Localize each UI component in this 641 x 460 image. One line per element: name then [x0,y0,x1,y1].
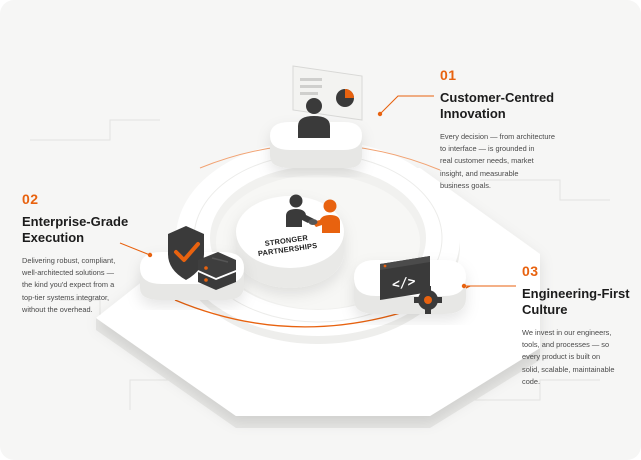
center-pedestal [236,196,344,288]
code-window-icon: </> [380,256,430,300]
desc-line: We invest in our engineers, [522,328,612,337]
callout-number: 01 [440,67,457,83]
desc-line: Every decision — from architecture [440,132,556,141]
callout-title-line2: Culture [522,302,568,317]
desc-line: Delivering robust, compliant, [22,256,116,265]
desc-line: without the overhead. [22,304,93,314]
callout-title-line2: Execution [22,230,85,245]
desc-line: well-architected solutions — [22,268,115,278]
callout-description: Every decision — from architecture to in… [440,131,580,192]
desc-line: top-tier systems integrator, [22,292,110,302]
callout-enterprise-grade: 02 Enterprise-Grade Execution Delivering… [22,191,147,316]
callout-connectors [119,95,516,287]
base-platform-side [96,318,540,428]
presentation-board-icon [292,65,363,121]
desc-line: real customer needs, market [440,156,534,166]
callout-engineering-first: 03 Engineering-First Culture We invest i… [522,263,632,388]
desc-line: tools, and processes — so [522,340,610,350]
callout-title: Customer-Centred Innovation [440,90,580,122]
desc-line: the kind you'd expect from a [22,280,115,290]
callout-number: 02 [22,191,39,207]
desc-line: insight, and measurable [440,168,519,178]
svg-text:</>: </> [392,274,416,293]
desc-line: code. [522,376,541,386]
person-icon [298,98,330,138]
desc-line: business goals. [440,180,491,190]
handshake-people-icon [286,194,340,233]
callout-title-line1: Engineering-First [522,286,630,301]
background-circuit-lines [30,119,610,410]
callout-title: Engineering-First Culture [522,286,632,318]
callout-number: 03 [522,263,539,279]
callout-description: We invest in our engineers, tools, and p… [522,327,632,388]
connector-dots [147,111,467,289]
callout-title-line1: Enterprise-Grade [22,214,129,229]
desc-line: to interface — is grounded in [440,144,535,154]
callout-title-line1: Customer-Centred [440,90,555,105]
server-stack-icon [198,252,236,290]
desc-line: solid, scalable, maintainable [522,364,615,374]
desc-line: every product is built on [522,352,601,362]
shield-check-icon [168,226,204,280]
callout-title: Enterprise-Grade Execution [22,214,147,246]
callout-description: Delivering robust, compliant, well-archi… [22,255,147,316]
callout-customer-centred: 01 Customer-Centred Innovation Every dec… [440,67,580,192]
callout-title-line2: Innovation [440,106,506,121]
gear-icon [414,286,442,314]
